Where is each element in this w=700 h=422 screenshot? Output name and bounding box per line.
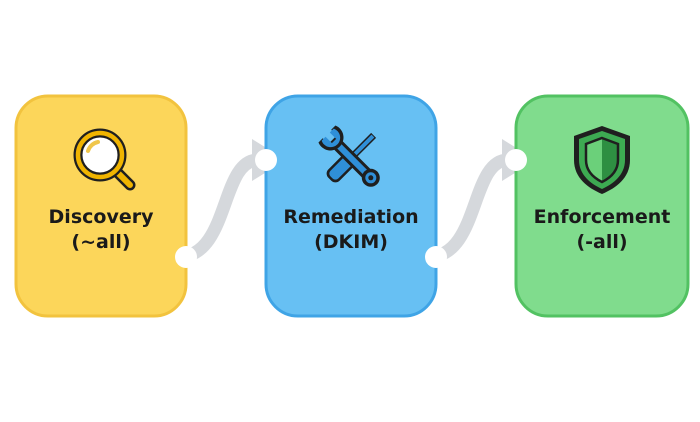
stage-remediation: Remediation (DKIM) <box>255 94 447 318</box>
connector-1-line <box>171 153 265 264</box>
stage-remediation-subtitle: (DKIM) <box>314 231 388 253</box>
shield-icon <box>574 126 630 194</box>
stage-discovery-box <box>14 94 188 318</box>
magnifying-glass-icon <box>73 128 136 191</box>
stage-discovery-notch <box>175 246 197 268</box>
stage-discovery-subtitle: (~all) <box>71 231 130 253</box>
stage-remediation-title: Remediation <box>283 206 418 228</box>
stage-remediation-notch-left <box>255 149 277 171</box>
stage-enforcement-box <box>514 94 690 318</box>
wrench-screwdriver-icon <box>318 125 380 187</box>
stage-enforcement-subtitle: (-all) <box>576 231 627 253</box>
stage-discovery-title: Discovery <box>49 206 155 228</box>
stage-remediation-box <box>264 94 438 318</box>
stage-enforcement-title: Enforcement <box>534 206 671 228</box>
connector-2-line <box>421 153 515 264</box>
stage-enforcement: Enforcement (-all) <box>505 94 690 318</box>
stage-enforcement-notch-left <box>505 149 527 171</box>
stage-discovery: Discovery (~all) <box>14 94 197 318</box>
stage-remediation-notch-right <box>425 246 447 268</box>
